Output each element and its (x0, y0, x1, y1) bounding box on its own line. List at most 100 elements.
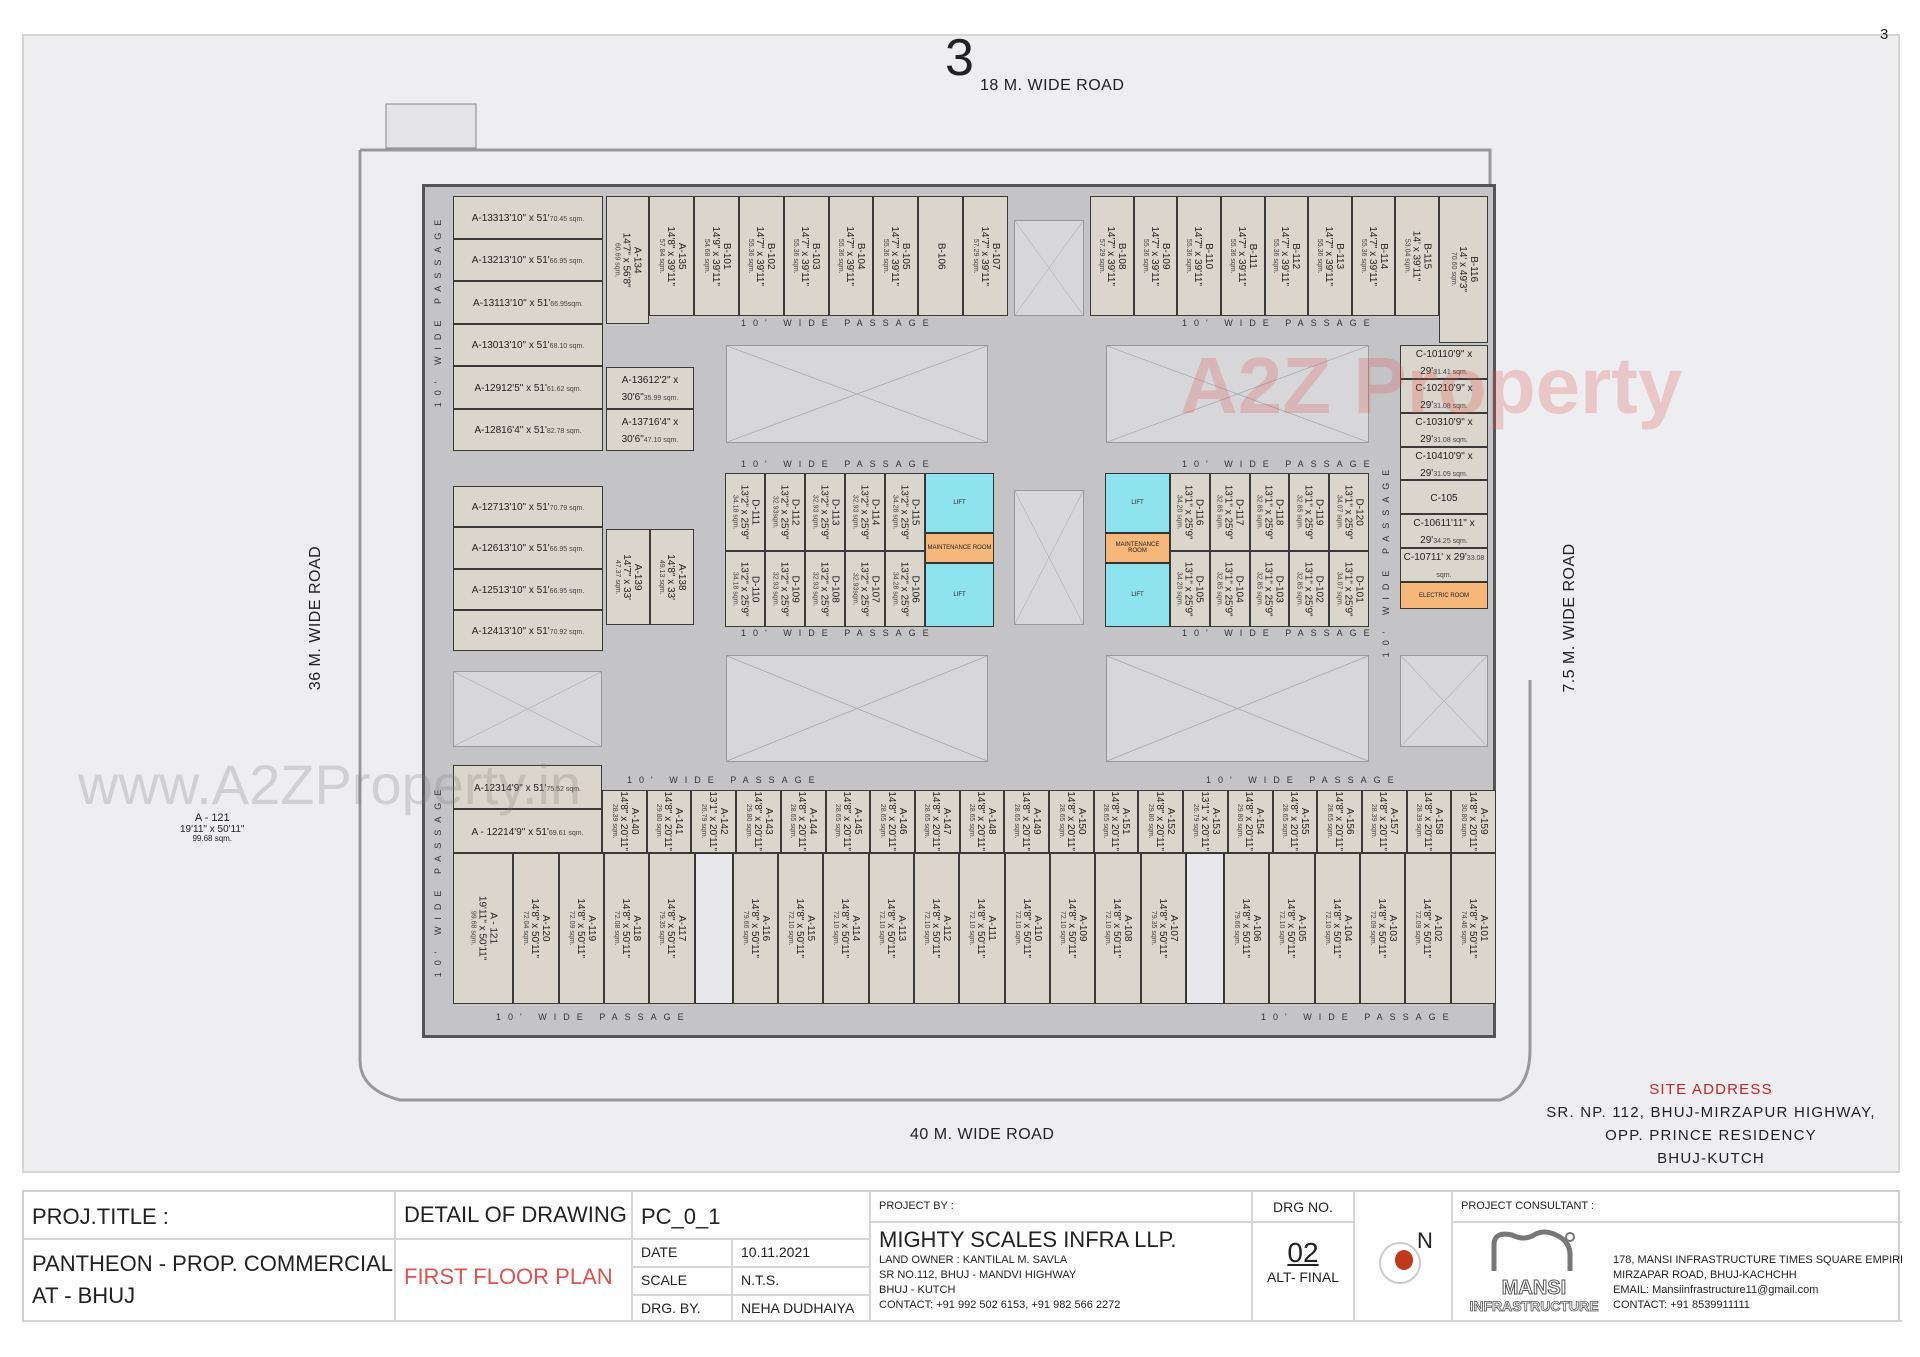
consultant-line: 178, MANSI INFRASTRUCTURE TIMES SQUARE E… (1613, 1254, 1902, 1266)
unit-id: A-112 (940, 915, 952, 942)
unit-id: A-118 (630, 915, 642, 942)
unit-c-101: C-10110'9" x 29'31.41 sqm. (1400, 345, 1488, 379)
unit-id: D-119 (1313, 498, 1325, 526)
unit-a-125: A-12513'10" x 51'66.95 sqm. (453, 568, 603, 610)
unit-dim: 13'2" x 25'9" (738, 561, 750, 617)
unit-a-132: A-13213'10" x 51'66.95 sqm. (453, 238, 603, 281)
unit-area: 47.37 sqm. (614, 559, 622, 595)
unit-id: B-102 (765, 242, 777, 270)
unit-id: B-116 (1467, 256, 1479, 283)
drawing-code: PC_0_1 (633, 1192, 871, 1240)
unit-id: D-101 (1353, 575, 1365, 603)
electric-label: ELECTRIC ROOM (1418, 592, 1469, 599)
electric-room: ELECTRIC ROOM (1400, 582, 1488, 609)
unit-dim: 14'8" x 20'11" (1422, 791, 1434, 852)
unit-dim: 13'2" x 25'9" (818, 484, 830, 540)
site-address-heading: SITE ADDRESS (1649, 1081, 1773, 1098)
unit-dim: 14'8" x 50'11" (1157, 898, 1169, 959)
lift-lobby: LIFT (925, 473, 994, 533)
unit-id: A-127 (471, 502, 499, 514)
unit-dim: 13'1" x 25'9" (1342, 484, 1354, 540)
unit-label: A-13612'2" x 30'6"35.99 sqm. (607, 371, 693, 405)
drg-no: 02 ALT- FINAL (1253, 1223, 1355, 1322)
lift-label: LIFT (953, 592, 966, 598)
unit-area: 32.85 sqm. (1215, 494, 1223, 530)
unit-id: A-110 (1031, 915, 1043, 942)
unit-area: 68.10 sqm. (549, 343, 585, 351)
unit-id: C-101 (1415, 349, 1443, 361)
unit-dim: 14'8" x 50'11" (1021, 898, 1033, 959)
outside-unit-label: A - 121 19'11" x 50'11" 99.68 sqm. (180, 812, 244, 844)
unit-dim: 14'8" x 50'11" (1066, 898, 1078, 959)
unit-a-136: A-13612'2" x 30'6"35.99 sqm. (606, 367, 694, 409)
consultant-details: 178, MANSI INFRASTRUCTURE TIMES SQUARE E… (1613, 1253, 1902, 1313)
unit-dim: 14'7" x 39'11" (1149, 226, 1161, 286)
unit-dim: 13'2" x 25'9" (738, 484, 750, 540)
unit-id: B-113 (1334, 243, 1346, 269)
unit-dim: 14'8" x 50'11" (975, 898, 987, 959)
unit-id: A-114 (850, 915, 862, 942)
unit-area: 55.36 sqm. (1141, 238, 1149, 274)
unit-area: 34.25 sqm. (1433, 538, 1468, 546)
passage-label: 10' WIDE PASSAGE (1261, 1012, 1456, 1022)
proj-title: PANTHEON - PROP. COMMERCIAL AT - BHUJ (24, 1240, 396, 1322)
unit-dim: 14'8" x 50'11" (1331, 898, 1343, 959)
unit-id: A - 121 (194, 812, 230, 824)
unit-id: D-104 (1233, 575, 1245, 603)
passage-label: 10' WIDE PASSAGE (1206, 775, 1401, 785)
unit-dim: 13'1" x 25'9" (1223, 484, 1235, 540)
unit-dim: 14'8" x 20'11" (1288, 791, 1300, 852)
unit-area: 29.80 sqm. (1236, 804, 1244, 839)
passage-label-vertical: 10' WIDE PASSAGE (433, 212, 443, 408)
unit-dim: 14' x 39'11" (1410, 230, 1422, 282)
lift-label: LIFT (1131, 500, 1144, 506)
unit-area: 66.95 sqm. (549, 546, 585, 554)
proj-title-line: PANTHEON - PROP. COMMERCIAL (32, 1251, 394, 1276)
unit-area: 28.65 sqm. (878, 804, 886, 839)
block-left-mid: A-12713'10" x 51'70.79 sqm.A-12613'10" x… (453, 486, 603, 651)
unit-a-129: A-12912'5" x 51'61.62 sqm. (453, 366, 603, 409)
unit-dim: 13'1" x 25'9" (1342, 561, 1354, 617)
unit-area: 32.85 sqm. (1295, 571, 1303, 607)
unit-area: 72.09 sqm. (567, 911, 575, 946)
unit-dim: 14'8" x 20'11" (662, 791, 674, 852)
unit-c-105: C-105 (1400, 480, 1488, 515)
unit-area: 79.66 sqm. (1232, 911, 1240, 946)
north-dot-icon (1395, 1250, 1413, 1270)
unit-dim: 14'7" x 39'11" (754, 226, 766, 286)
unit-area: 34.18 sqm. (731, 571, 739, 607)
unit-dim: 16'4" x 30'6" (621, 417, 679, 445)
unit-area: 57.29 sqm. (971, 238, 979, 274)
unit-label: C-105 (1430, 489, 1457, 506)
unit-a-124: A-12413'10" x 51'70.92 sqm. (453, 609, 603, 651)
unit-area: 70.45 sqm. (549, 215, 585, 223)
unit-dim: 14'7" x 56'8" (621, 232, 633, 288)
maintenance-label: MAINTENANCE ROOM (1115, 542, 1160, 554)
passage-label: 10' WIDE PASSAGE (741, 628, 936, 638)
unit-id: D-120 (1353, 498, 1365, 526)
lift-lobby: LIFT (1105, 473, 1170, 533)
